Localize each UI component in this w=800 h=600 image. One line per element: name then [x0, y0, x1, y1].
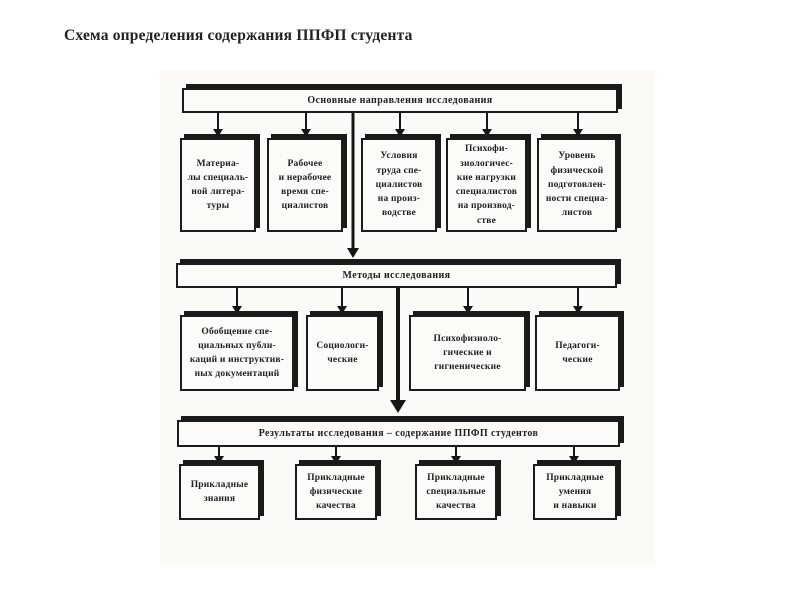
box-label: Прикладные знания — [190, 479, 249, 504]
arrow-down-icon — [450, 447, 462, 464]
arrow-down-icon — [394, 113, 406, 137]
header-results-label: Результаты исследования – содержание ППФ… — [258, 428, 539, 439]
box-label: Обобщение спе- циальных публи- каций и и… — [189, 326, 285, 380]
page-title: Схема определения содержания ППФП студен… — [64, 27, 413, 44]
box-pedagogical-methods: Педагоги- ческие — [535, 315, 620, 391]
box-label: Педагоги- ческие — [555, 340, 600, 365]
box-psychophysiological-hygienic-methods: Психофизиоло- гические и гигиенические — [409, 315, 526, 391]
box-label: Психофизиоло- гические и гигиенические — [433, 333, 502, 373]
box-labor-conditions: Условия труда спе- циалистов на произ- в… — [361, 138, 437, 232]
box-label: Социологи- ческие — [316, 340, 369, 365]
box-applied-knowledge: Прикладные знания — [179, 464, 260, 520]
header-directions-label: Основные направления исследования — [307, 95, 493, 106]
box-applied-skills: Прикладные умения и навыки — [533, 464, 617, 520]
arrow-down-icon — [231, 288, 243, 314]
arrow-down-icon — [213, 447, 225, 464]
box-special-literature: Материа- лы специаль- ной литера- туры — [180, 138, 256, 232]
box-applied-physical-qualities: Прикладные физические качества — [295, 464, 377, 520]
header-methods: Методы исследования — [176, 263, 617, 288]
box-physical-fitness-level: Уровень физической подготовлен- ности сп… — [537, 138, 617, 232]
arrow-down-icon — [330, 447, 342, 464]
box-label: Рабочее и нерабочее время спе- циалистов — [278, 158, 332, 212]
arrow-down-icon — [572, 288, 584, 314]
arrow-down-icon — [462, 288, 474, 314]
box-sociological-methods: Социологи- ческие — [306, 315, 379, 391]
arrow-down-center-icon — [389, 288, 407, 413]
arrow-down-icon — [336, 288, 348, 314]
header-directions: Основные направления исследования — [182, 88, 618, 113]
arrow-down-icon — [481, 113, 493, 137]
arrow-down-center-icon — [346, 113, 360, 258]
box-psychophysiological-loads: Психофи- зиологичес- кие нагрузки специа… — [446, 138, 527, 232]
box-label: Условия труда спе- циалистов на произ- в… — [375, 151, 423, 219]
header-results: Результаты исследования – содержание ППФ… — [177, 420, 620, 447]
arrow-down-icon — [300, 113, 312, 137]
box-label: Уровень физической подготовлен- ности сп… — [545, 151, 609, 219]
box-label: Прикладные физические качества — [307, 472, 365, 512]
box-applied-special-qualities: Прикладные специальные качества — [415, 464, 497, 520]
arrow-down-icon — [212, 113, 224, 137]
box-working-time: Рабочее и нерабочее время спе- циалистов — [267, 138, 343, 232]
box-label: Прикладные умения и навыки — [546, 472, 604, 512]
box-label: Материа- лы специаль- ной литера- туры — [187, 158, 249, 212]
box-label: Психофи- зиологичес- кие нагрузки специа… — [455, 144, 518, 226]
arrow-down-icon — [572, 113, 584, 137]
arrow-down-icon — [568, 447, 580, 464]
box-label: Прикладные специальные качества — [426, 472, 486, 512]
box-publications-review: Обобщение спе- циальных публи- каций и и… — [180, 315, 294, 391]
header-methods-label: Методы исследования — [342, 270, 451, 281]
